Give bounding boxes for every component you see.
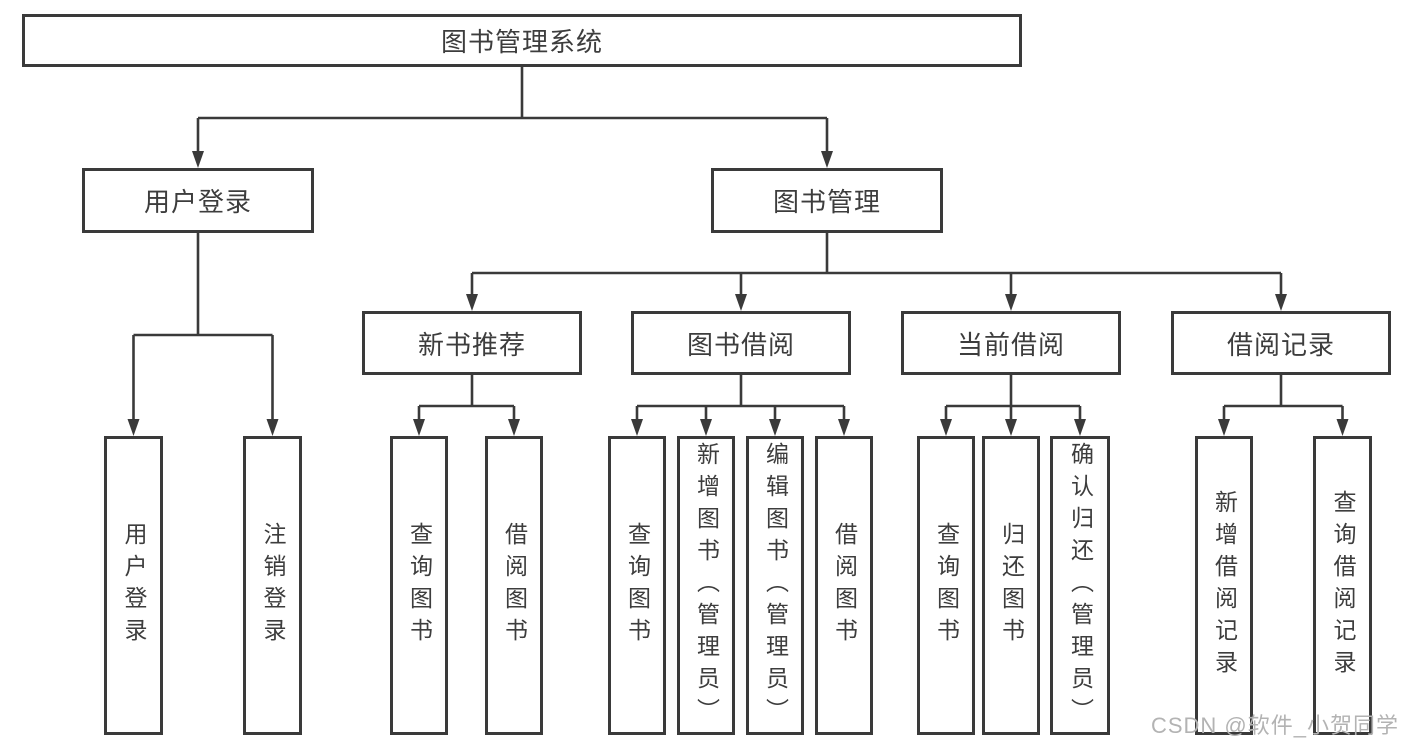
node-current-borrowing: 当前借阅 bbox=[901, 311, 1121, 375]
leaf-br-query-record: 查询借阅记录 bbox=[1313, 436, 1372, 735]
csdn-watermark: CSDN @软件_小贺同学 bbox=[1150, 713, 1399, 738]
arrow-icon bbox=[735, 294, 747, 311]
node-root: 图书管理系统 bbox=[22, 14, 1022, 67]
leaf-user-login: 用户登录 bbox=[104, 436, 163, 735]
leaf-cb-confirm-return-admin: 确认归还（管理员） bbox=[1050, 436, 1110, 735]
arrow-icon bbox=[1336, 419, 1349, 436]
node-user-login: 用户登录 bbox=[82, 168, 314, 233]
leaf-logout-label: 注销登录 bbox=[260, 521, 286, 650]
node-book-management-label: 图书管理 bbox=[772, 187, 881, 217]
leaf-logout: 注销登录 bbox=[243, 436, 302, 735]
leaf-cb-query-books: 查询图书 bbox=[917, 436, 975, 735]
leaf-br-add-record: 新增借阅记录 bbox=[1195, 436, 1253, 735]
arrow-icon bbox=[266, 419, 279, 436]
leaf-nbr-query-books-label: 查询图书 bbox=[406, 521, 433, 650]
leaf-cb-return-books: 归还图书 bbox=[982, 436, 1040, 735]
arrow-icon bbox=[508, 419, 520, 436]
arrow-icon bbox=[700, 419, 712, 436]
arrow-icon bbox=[1005, 419, 1017, 436]
leaf-bb-query-books-label: 查询图书 bbox=[624, 521, 651, 650]
arrow-icon bbox=[127, 419, 140, 436]
node-new-book-recommend-label: 新书推荐 bbox=[417, 329, 526, 360]
node-book-management: 图书管理 bbox=[711, 168, 943, 233]
arrowheads bbox=[127, 151, 1349, 436]
arrow-icon bbox=[769, 419, 781, 436]
node-book-borrowing-label: 图书借阅 bbox=[686, 329, 795, 360]
arrow-icon bbox=[1275, 294, 1287, 311]
arrow-icon bbox=[838, 419, 850, 436]
arrow-icon bbox=[466, 294, 478, 311]
node-root-label: 图书管理系统 bbox=[440, 27, 603, 57]
arrow-icon bbox=[940, 419, 952, 436]
arrow-icon bbox=[1005, 294, 1017, 311]
leaf-cb-confirm-return-admin-label: 确认归还（管理员） bbox=[1067, 441, 1094, 730]
leaf-bb-query-books: 查询图书 bbox=[608, 436, 666, 735]
leaf-br-query-record-label: 查询借阅记录 bbox=[1330, 489, 1356, 682]
node-user-login-label: 用户登录 bbox=[143, 187, 252, 217]
arrow-icon bbox=[821, 151, 833, 168]
leaf-user-login-label: 用户登录 bbox=[121, 521, 147, 650]
leaf-bb-edit-book-admin: 编辑图书（管理员） bbox=[746, 436, 804, 735]
node-current-borrowing-label: 当前借阅 bbox=[956, 329, 1065, 360]
node-book-borrowing: 图书借阅 bbox=[631, 311, 851, 375]
arrow-icon bbox=[192, 151, 204, 168]
leaf-bb-edit-book-admin-label: 编辑图书（管理员） bbox=[762, 441, 789, 730]
leaf-nbr-query-books: 查询图书 bbox=[390, 436, 448, 735]
leaf-bb-add-book-admin: 新增图书（管理员） bbox=[677, 436, 735, 735]
leaf-nbr-borrow-books-label: 借阅图书 bbox=[501, 521, 528, 650]
connector-strokes bbox=[132, 67, 1344, 421]
leaf-bb-borrow-books-label: 借阅图书 bbox=[831, 521, 858, 650]
leaf-cb-return-books-label: 归还图书 bbox=[998, 521, 1025, 650]
arrow-icon bbox=[413, 419, 425, 436]
leaf-bb-borrow-books: 借阅图书 bbox=[815, 436, 873, 735]
leaf-cb-query-books-label: 查询图书 bbox=[933, 521, 960, 650]
leaf-nbr-borrow-books: 借阅图书 bbox=[485, 436, 543, 735]
node-borrow-records-label: 借阅记录 bbox=[1226, 329, 1335, 360]
leaf-bb-add-book-admin-label: 新增图书（管理员） bbox=[693, 441, 720, 730]
arrow-icon bbox=[1074, 419, 1086, 436]
node-new-book-recommend: 新书推荐 bbox=[362, 311, 582, 375]
arrow-icon bbox=[631, 419, 643, 436]
node-borrow-records: 借阅记录 bbox=[1171, 311, 1391, 375]
arrow-icon bbox=[1218, 419, 1230, 436]
leaf-br-add-record-label: 新增借阅记录 bbox=[1211, 489, 1238, 682]
